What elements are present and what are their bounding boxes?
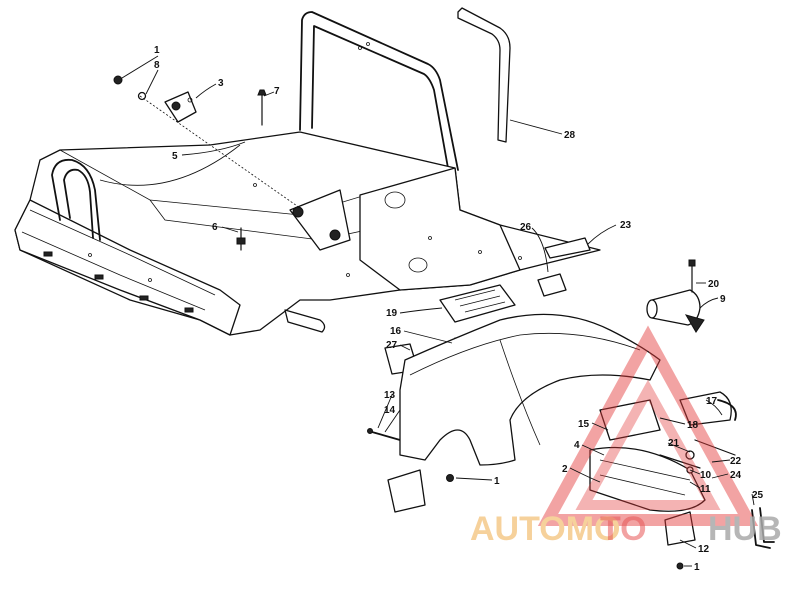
- callout-24: 24: [730, 470, 742, 481]
- callout-25: 25: [752, 490, 764, 501]
- callout-9: 9: [720, 294, 726, 305]
- callout-8: 8: [154, 60, 160, 71]
- callout-15: 15: [578, 419, 590, 430]
- callout-labels: 1 8 3 7 5 6 28 26 23 20 9 19 16 27 13 14…: [154, 45, 764, 573]
- callout-11: 11: [700, 484, 711, 495]
- callout-28: 28: [564, 130, 576, 141]
- nut-1-icon: [113, 75, 123, 85]
- callout-14: 14: [384, 405, 396, 416]
- bolt-6-icon: [236, 227, 246, 251]
- watermark-text-3: HUB: [708, 510, 782, 548]
- pad-part-26: [537, 273, 567, 297]
- step-plate-part-19: [439, 284, 516, 323]
- bolt-7-icon: [257, 89, 267, 126]
- callout-23: 23: [620, 220, 632, 231]
- callout-21: 21: [668, 438, 680, 449]
- fender-part: [387, 313, 661, 513]
- callout-5: 5: [172, 151, 178, 162]
- callout-18: 18: [687, 420, 699, 431]
- callout-17: 17: [706, 396, 718, 407]
- callout-26: 26: [520, 222, 532, 233]
- callout-10: 10: [700, 470, 712, 481]
- callout-3: 3: [218, 78, 224, 89]
- leader-lines: [121, 55, 755, 567]
- screw-part-13: [367, 428, 401, 441]
- callout-1b: 1: [494, 476, 500, 487]
- callout-27: 27: [386, 340, 398, 351]
- pad-part-23: [544, 237, 591, 259]
- callout-1c: 1: [694, 562, 700, 573]
- hitch-assembly: [589, 391, 775, 570]
- grab-rail-part-28: [457, 7, 511, 143]
- callout-16: 16: [390, 326, 402, 337]
- callout-4: 4: [574, 440, 580, 451]
- watermark-logo: AUTOMO TO HUB: [470, 325, 782, 548]
- washer-8-icon: [137, 91, 147, 101]
- callout-2: 2: [562, 464, 568, 475]
- bracket-part-3: [164, 91, 197, 123]
- callout-6: 6: [212, 222, 218, 233]
- chassis-frame: [14, 11, 601, 336]
- callout-1: 1: [154, 45, 160, 56]
- callout-12: 12: [698, 544, 710, 555]
- cylinder-part-9: [646, 259, 705, 333]
- watermark-text-1: AUTOMO: [470, 510, 620, 548]
- callout-20: 20: [708, 279, 720, 290]
- callout-7: 7: [274, 86, 280, 97]
- watermark-text-2: TO: [600, 510, 647, 548]
- callout-22: 22: [730, 456, 742, 467]
- callout-13: 13: [384, 390, 396, 401]
- callout-19: 19: [386, 308, 398, 319]
